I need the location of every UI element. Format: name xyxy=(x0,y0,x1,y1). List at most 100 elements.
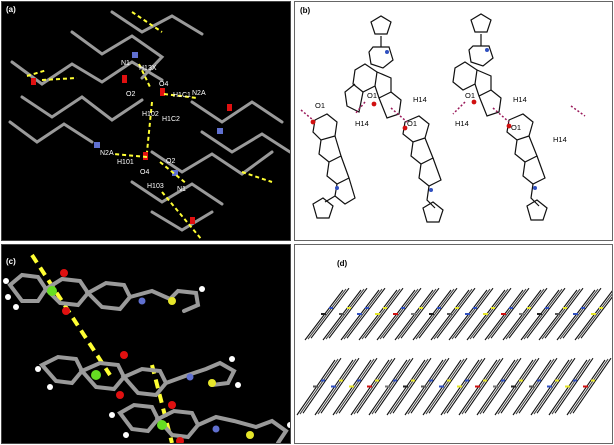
heteroatom-mark xyxy=(519,313,524,315)
stacked-molecule-line xyxy=(415,288,455,340)
panel-a-structure: H13X N1 O2 O4 H1C1 N2A H102 H1C2 N2A H10… xyxy=(8,10,290,240)
atom-label: N2A xyxy=(100,150,114,157)
heteroatom-mark xyxy=(483,313,488,315)
atom-label: H1C1 xyxy=(173,92,191,99)
stacked-molecule-line xyxy=(497,358,537,415)
heteroatom-mark xyxy=(411,379,415,382)
heteroatom-mark xyxy=(501,313,506,315)
heteroatom-mark xyxy=(347,307,351,309)
atom-labels-a: H13X N1 O2 O4 H1C1 N2A H102 H1C2 N2A H10… xyxy=(100,60,206,193)
stacked-molecule-line xyxy=(500,357,540,414)
stacked-molecule-line xyxy=(407,358,447,415)
heteroatom-mark xyxy=(339,379,343,382)
atom-label: O4 xyxy=(140,169,149,176)
stacked-molecule-line xyxy=(472,287,512,339)
heteroatom-mark xyxy=(483,379,487,382)
panel-a-hbond-network: (a) H13X xyxy=(1,1,291,241)
heteroatom-mark xyxy=(457,385,462,388)
stacked-molecule-line xyxy=(518,357,558,414)
stacked-molecule-line xyxy=(338,357,378,414)
atom-label: N1 xyxy=(177,186,186,193)
heteroatom-mark xyxy=(511,385,516,388)
heteroatom-mark xyxy=(473,307,477,309)
stacked-molecule-line xyxy=(389,358,429,415)
heteroatom-mark xyxy=(411,313,416,315)
panel-c-label: (c) xyxy=(6,257,16,266)
panel-c-structure xyxy=(3,253,290,443)
atom-label: O4 xyxy=(159,81,168,88)
stacked-molecule-line xyxy=(310,287,350,339)
stacked-molecule-line xyxy=(482,357,522,414)
heteroatom-mark xyxy=(331,385,336,388)
stacked-molecule-line xyxy=(335,358,375,415)
stacked-molecule-line xyxy=(400,287,440,339)
heteroatom-mark xyxy=(349,385,354,388)
stacked-molecule-line xyxy=(454,287,494,339)
stacked-molecule-line xyxy=(379,288,419,340)
heteroatom-mark xyxy=(501,379,505,382)
atom-label: H14 xyxy=(513,95,527,104)
stacked-molecule-line xyxy=(353,358,393,415)
heteroatom-mark xyxy=(599,307,603,309)
heteroatom-mark xyxy=(403,385,408,388)
heteroatom-mark xyxy=(537,313,542,315)
stacked-molecule-line xyxy=(299,358,339,415)
heteroatom-mark xyxy=(537,379,541,382)
stacked-molecule-line xyxy=(397,288,437,340)
stacked-molecule-line xyxy=(464,357,504,414)
heteroatom-mark xyxy=(339,313,344,315)
stacked-molecule-line xyxy=(572,357,612,414)
stacked-molecule-line xyxy=(533,358,573,415)
atom-label: O1 xyxy=(465,91,475,100)
sulfur-atoms-c xyxy=(168,297,254,439)
stacked-molecule-line xyxy=(317,358,357,415)
panel-b-structure: O1 H14 O1 H14 O1 H14 O1 H14 O1 H14 xyxy=(300,13,586,223)
atom-label: H14 xyxy=(455,119,469,128)
stacked-molecule-line xyxy=(371,358,411,415)
heteroatom-mark xyxy=(357,313,362,315)
stacked-molecule-line xyxy=(410,357,450,414)
stacked-molecule-line xyxy=(490,287,530,339)
heteroatom-mark xyxy=(465,379,469,382)
heteroatom-mark xyxy=(581,307,585,309)
stacked-molecule-line xyxy=(364,287,404,339)
stacked-molecule-line xyxy=(515,358,555,415)
stacked-molecule-line xyxy=(461,358,501,415)
oxygen-atoms-b xyxy=(310,99,512,131)
atom-label: N2A xyxy=(192,90,206,97)
stacked-molecule-line xyxy=(523,288,563,340)
atom-label: H14 xyxy=(355,119,369,128)
heteroatom-mark xyxy=(367,385,372,388)
stacked-molecule-line xyxy=(479,358,519,415)
heteroatom-mark xyxy=(465,313,470,315)
heteroatom-mark xyxy=(475,385,480,388)
heteroatom-mark xyxy=(519,379,523,382)
atom-label: O1 xyxy=(407,119,417,128)
atom-label: O1 xyxy=(315,101,325,110)
stacked-molecule-line xyxy=(451,288,491,340)
atom-label: O2 xyxy=(166,158,175,165)
heteroatom-mark xyxy=(573,313,578,315)
stacked-molecule-line xyxy=(551,358,591,415)
heteroatom-mark xyxy=(509,307,513,309)
molecule-sticks-a xyxy=(8,10,290,232)
panel-d-packing xyxy=(296,287,612,416)
heteroatom-mark xyxy=(357,379,361,382)
stacked-molecule-line xyxy=(361,288,401,340)
heteroatom-mark xyxy=(385,385,390,388)
heteroatom-mark xyxy=(329,307,333,309)
heteroatom-mark xyxy=(573,379,577,382)
panel-b-label: (b) xyxy=(300,6,311,15)
heteroatom-mark xyxy=(437,307,441,309)
stacked-molecule-line xyxy=(580,296,612,339)
stacked-molecule-line xyxy=(577,293,612,340)
stacked-molecule-line xyxy=(569,358,609,415)
nitrogen-atoms-c xyxy=(138,297,220,433)
heteroatom-mark xyxy=(401,307,405,309)
stacked-molecule-line xyxy=(487,288,527,340)
stacked-molecule-line xyxy=(374,357,414,414)
hydrogen-atoms-c xyxy=(3,278,290,438)
heteroatom-mark xyxy=(429,313,434,315)
atom-label: H14 xyxy=(413,95,427,104)
heteroatom-mark xyxy=(419,307,423,309)
